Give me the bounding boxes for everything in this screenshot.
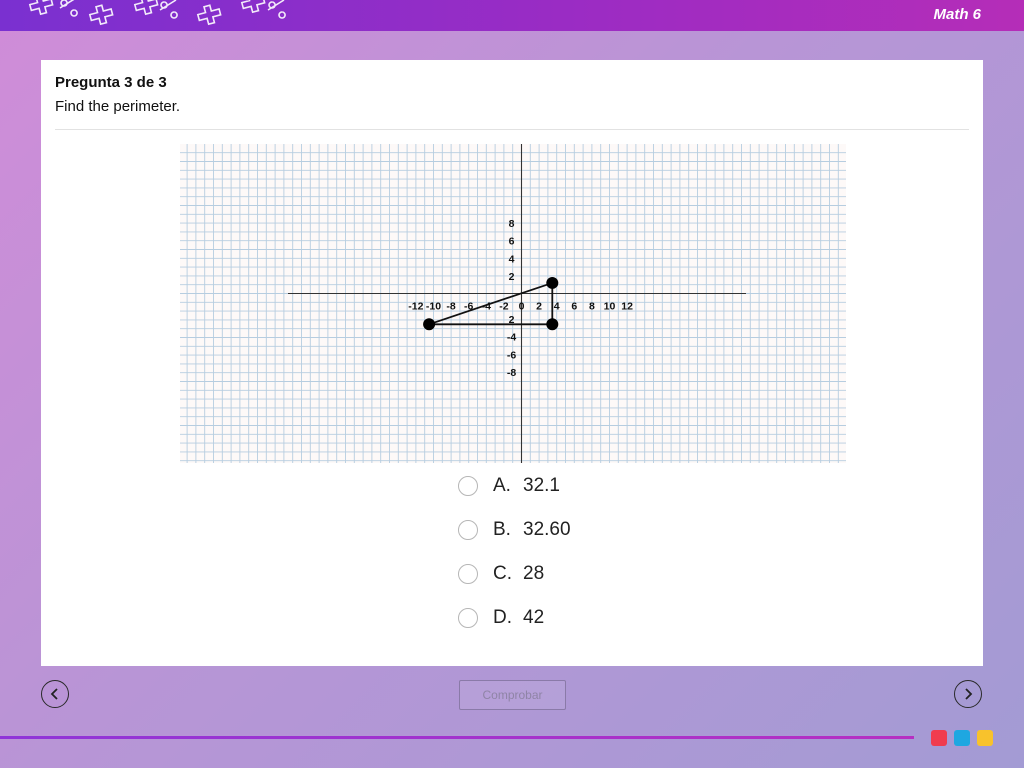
option-letter: D.	[493, 607, 512, 628]
divider	[55, 129, 969, 130]
triangle	[428, 281, 554, 326]
option-d[interactable]: D. 42	[458, 606, 544, 630]
y-tick-label: 8	[509, 218, 515, 230]
y-tick-label: 2	[509, 314, 515, 326]
y-tick-label: 6	[509, 236, 515, 248]
x-tick-label: -12	[408, 301, 423, 313]
option-value: 28	[523, 563, 545, 584]
x-tick-label: 2	[536, 301, 542, 313]
radio-button[interactable]	[458, 564, 478, 584]
x-tick-label: 0	[519, 301, 525, 313]
option-value: 32.1	[523, 475, 560, 496]
radio-button[interactable]	[458, 520, 478, 540]
y-tick-label: 2	[509, 271, 515, 283]
question-card: Pregunta 3 de 3 Find the perimeter. -12-…	[41, 60, 983, 666]
progress-bar	[0, 736, 914, 739]
check-button[interactable]: Comprobar	[459, 680, 566, 710]
vertex-point	[546, 318, 559, 331]
option-c[interactable]: C. 28	[458, 562, 544, 586]
option-a[interactable]: A. 32.1	[458, 474, 560, 498]
math-symbols-pattern	[28, 0, 286, 26]
x-tick-label: -4	[482, 301, 491, 313]
x-tick-label: 4	[554, 301, 560, 313]
x-tick-label: 10	[604, 301, 616, 313]
question-prompt: Find the perimeter.	[55, 98, 181, 115]
vertex-point	[546, 276, 559, 289]
app-title: Math 6	[933, 6, 981, 23]
option-letter: B.	[493, 519, 511, 540]
x-tick-label: -8	[446, 301, 455, 313]
x-tick-label: -10	[426, 301, 441, 313]
x-tick-label: -2	[499, 301, 508, 313]
radio-button[interactable]	[458, 476, 478, 496]
previous-button[interactable]	[41, 680, 69, 708]
x-tick-label: -6	[464, 301, 473, 313]
y-tick-label: 4	[509, 253, 515, 265]
option-b[interactable]: B. 32.60	[458, 518, 571, 542]
y-tick-label: -8	[507, 367, 516, 379]
x-tick-label: 6	[571, 301, 577, 313]
brand-square-red	[931, 730, 947, 746]
option-letter: A.	[493, 475, 511, 496]
chevron-right-icon	[965, 688, 973, 700]
chevron-left-icon	[50, 688, 58, 700]
next-button[interactable]	[954, 680, 982, 708]
vertex-point	[423, 318, 436, 331]
radio-button[interactable]	[458, 608, 478, 628]
option-value: 42	[523, 607, 545, 628]
brand-square-blue	[954, 730, 970, 746]
y-tick-label: -6	[507, 349, 516, 361]
option-value: 32.60	[523, 519, 571, 540]
option-letter: C.	[493, 563, 512, 584]
y-tick-label: -4	[507, 332, 516, 344]
brand-square-yellow	[977, 730, 993, 746]
x-tick-label: 8	[589, 301, 595, 313]
x-tick-label: 12	[621, 301, 633, 313]
top-bar: Math 6	[0, 0, 1024, 31]
question-counter: Pregunta 3 de 3	[55, 74, 167, 91]
